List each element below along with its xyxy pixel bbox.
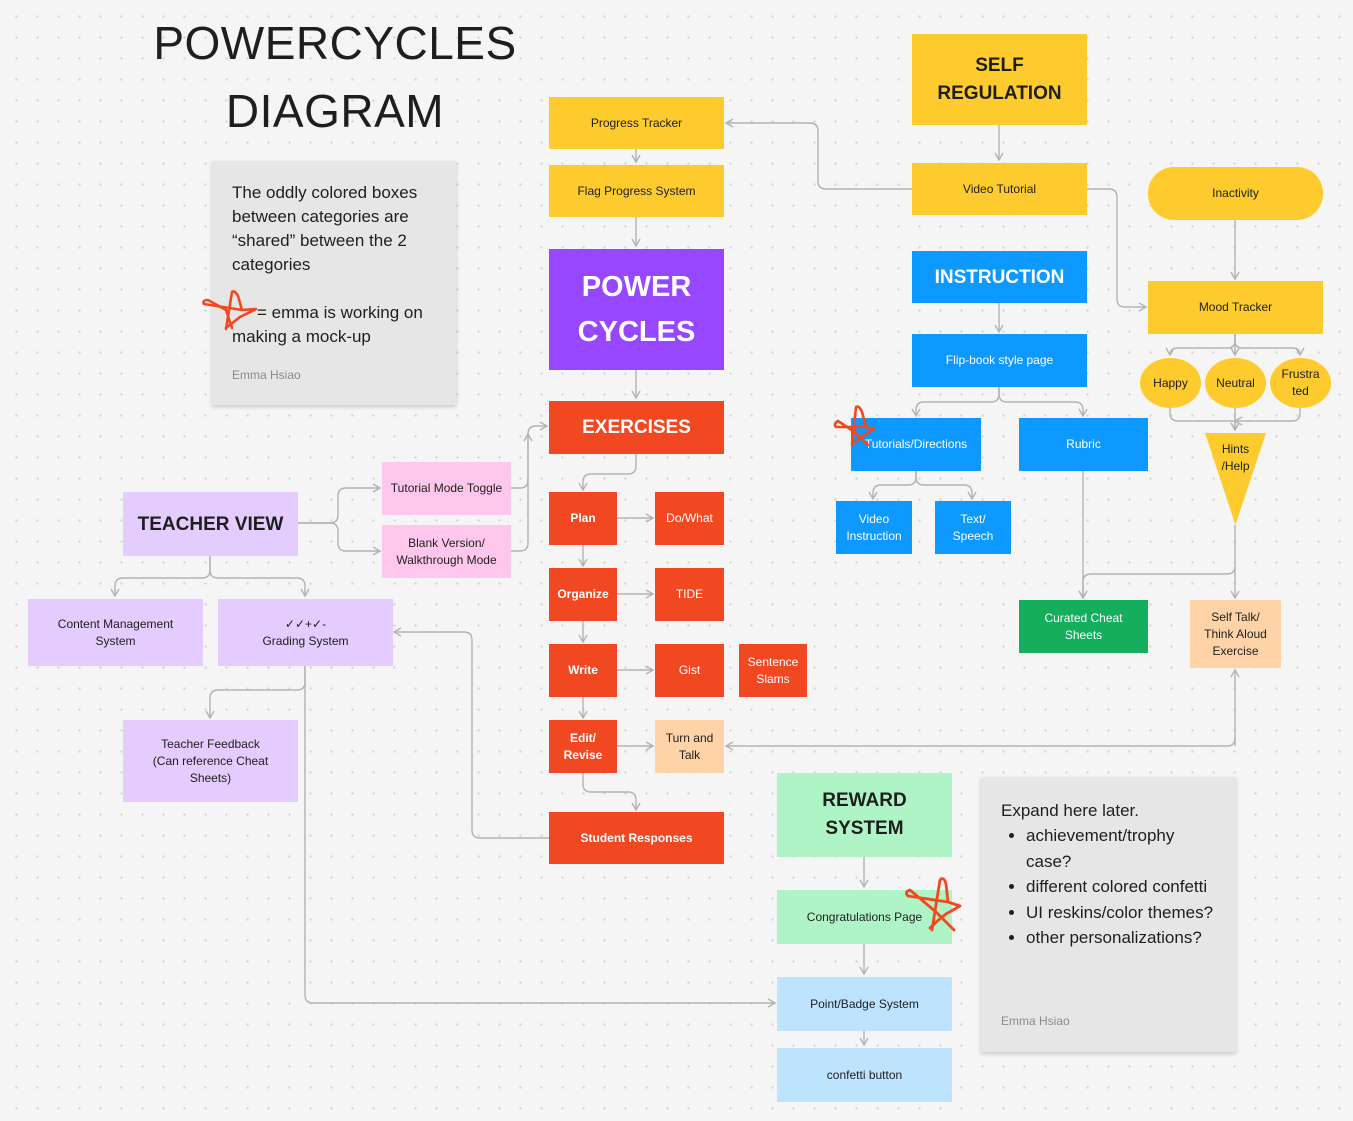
node-curated-cheat-sheets[interactable]: Curated Cheat Sheets — [1019, 600, 1148, 653]
node-hints-help: Hints /Help — [1221, 442, 1250, 473]
node-teacher-view[interactable]: TEACHER VIEW — [123, 492, 298, 556]
node-hints-help-triangle[interactable]: Hints /Help — [1205, 433, 1266, 525]
sticky-note-legend[interactable]: The oddly colored boxes between categori… — [212, 161, 456, 405]
connector — [998, 387, 1088, 418]
node-exercises[interactable]: EXERCISES — [549, 401, 724, 454]
note-author: Emma Hsiao — [1001, 1014, 1070, 1028]
connector — [1078, 565, 1236, 600]
connector — [915, 471, 977, 501]
connector — [511, 432, 533, 552]
node-self-talk[interactable]: Self Talk/ Think Aloud Exercise — [1190, 600, 1281, 668]
connector — [1087, 188, 1148, 312]
node-do-what[interactable]: Do/What — [655, 492, 724, 545]
node-self-regulation[interactable]: SELF REGULATION — [912, 34, 1087, 125]
connector — [1169, 408, 1240, 432]
connector — [911, 387, 1000, 418]
node-mood-tracker[interactable]: Mood Tracker — [1148, 281, 1323, 334]
node-teacher-feedback[interactable]: Teacher Feedback (Can reference Cheat Sh… — [123, 720, 298, 802]
note-author: Emma Hsiao — [232, 368, 301, 382]
node-confetti-button[interactable]: confetti button — [777, 1048, 952, 1102]
node-student-responses[interactable]: Student Responses — [549, 812, 724, 864]
list-item: other personalizations? — [1026, 925, 1216, 951]
connector — [511, 421, 549, 489]
list-item: different colored confetti — [1026, 874, 1216, 900]
connector — [110, 556, 211, 598]
node-progress-tracker[interactable]: Progress Tracker — [549, 97, 724, 149]
node-grading-system[interactable]: ✓✓+✓- Grading System — [218, 599, 393, 666]
node-blank-version[interactable]: Blank Version/ Walkthrough Mode — [382, 525, 511, 578]
node-plan[interactable]: Plan — [549, 492, 617, 545]
connector — [1165, 334, 1236, 357]
star-icon — [833, 405, 876, 447]
node-flip-book-page[interactable]: Flip-book style page — [912, 334, 1087, 387]
note-heading: Expand here later. — [1001, 801, 1139, 820]
connector — [724, 118, 912, 190]
diagram-title-line2: DIAGRAM — [225, 85, 445, 137]
node-text-speech[interactable]: Text/ Speech — [935, 501, 1011, 554]
diagram-title-line1: POWERCYCLES — [153, 17, 517, 69]
node-video-tutorial[interactable]: Video Tutorial — [912, 163, 1087, 215]
star-icon — [905, 877, 962, 932]
node-sentence-slams[interactable]: Sentence Slams — [739, 644, 807, 697]
note-legend: = emma is working on making a mock-up — [232, 303, 423, 346]
connector — [298, 483, 382, 524]
connector — [205, 666, 306, 720]
node-write[interactable]: Write — [549, 644, 617, 697]
connector — [582, 773, 641, 812]
star-icon — [202, 290, 258, 331]
sticky-note-expand[interactable]: Expand here later. achievement/trophy ca… — [981, 777, 1236, 1052]
node-instruction[interactable]: INSTRUCTION — [912, 251, 1087, 303]
node-edit-revise[interactable]: Edit/ Revise — [549, 720, 617, 773]
node-power-cycles[interactable]: POWER CYCLES — [549, 249, 724, 370]
note-text: The oddly colored boxes between categori… — [232, 183, 418, 274]
node-organize[interactable]: Organize — [549, 568, 617, 621]
node-frustrated[interactable]: Frustra ted — [1270, 358, 1331, 408]
note-list: achievement/trophy case? different color… — [1001, 823, 1216, 951]
node-reward-system[interactable]: REWARD SYSTEM — [777, 773, 952, 857]
node-inactivity[interactable]: Inactivity — [1148, 167, 1323, 220]
node-point-badge-system[interactable]: Point/Badge System — [777, 977, 952, 1031]
list-item: achievement/trophy case? — [1026, 823, 1216, 874]
node-tutorial-mode-toggle[interactable]: Tutorial Mode Toggle — [382, 462, 511, 515]
connector — [392, 627, 549, 839]
node-turn-and-talk[interactable]: Turn and Talk — [655, 720, 724, 773]
node-gist[interactable]: Gist — [655, 644, 724, 697]
node-video-instruction[interactable]: Video Instruction — [836, 501, 912, 554]
list-item: UI reskins/color themes? — [1026, 900, 1216, 926]
connector — [724, 737, 1236, 751]
node-flag-progress-system[interactable]: Flag Progress System — [549, 165, 724, 217]
triangle-shape — [1205, 433, 1266, 525]
node-content-management[interactable]: Content Management System — [28, 599, 203, 666]
connector — [578, 454, 637, 492]
node-happy[interactable]: Happy — [1140, 358, 1201, 408]
node-tutorials-directions[interactable]: Tutorials/Directions — [851, 418, 981, 471]
node-rubric[interactable]: Rubric — [1019, 418, 1148, 471]
connector — [1234, 334, 1305, 357]
node-tide[interactable]: TIDE — [655, 568, 724, 621]
connector — [868, 471, 917, 501]
connector — [209, 556, 310, 598]
connector — [1233, 408, 1301, 426]
node-neutral[interactable]: Neutral — [1205, 358, 1266, 408]
connector — [298, 522, 382, 556]
